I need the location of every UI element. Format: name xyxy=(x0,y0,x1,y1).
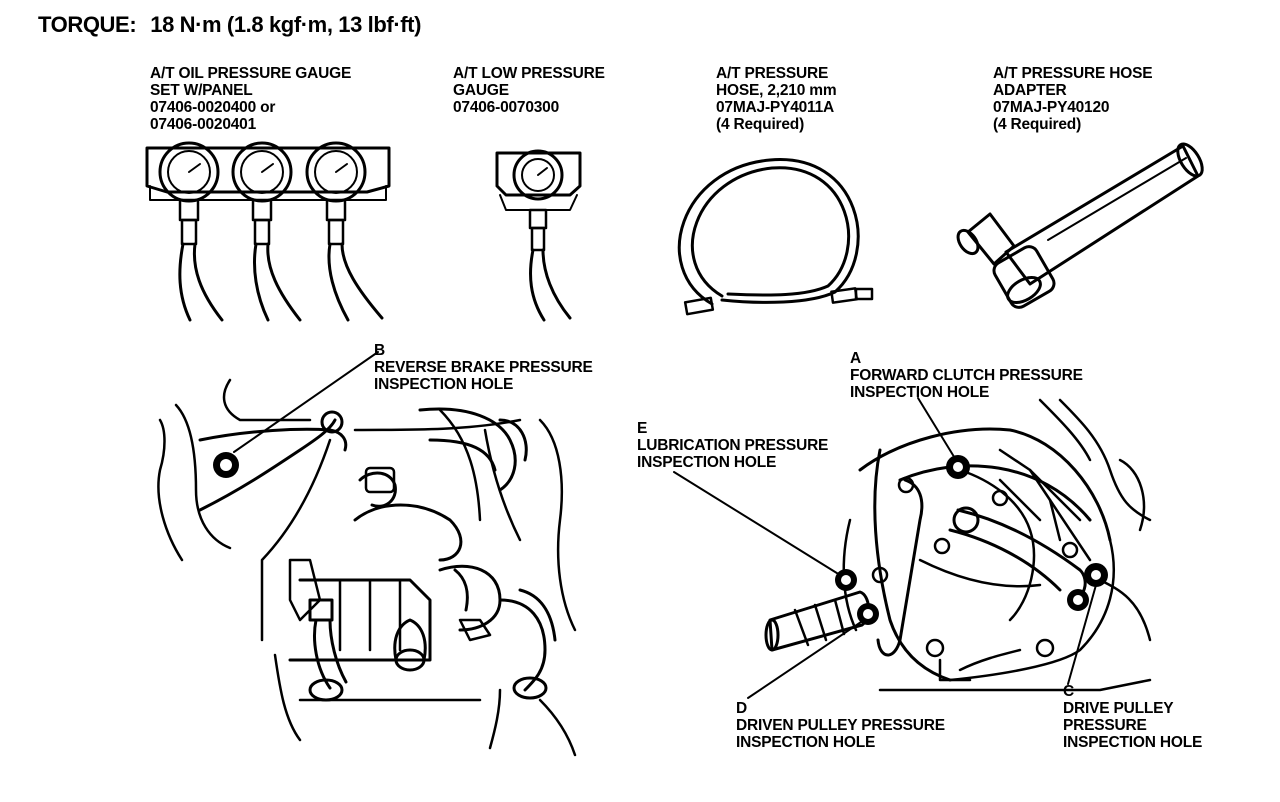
callout-e: E LUBRICATION PRESSURE INSPECTION HOLE xyxy=(637,420,829,471)
oil-pressure-gauge-set-illustration xyxy=(145,141,391,322)
tool-label-oil-pressure-gauge-set: A/T OIL PRESSURE GAUGE SET W/PANEL 07406… xyxy=(150,65,352,133)
callout-b: B REVERSE BRAKE PRESSURE INSPECTION HOLE xyxy=(374,342,593,393)
leader-line-b xyxy=(233,351,379,453)
lubrication-inspection-plug xyxy=(835,569,857,591)
forward-clutch-inspection-plug xyxy=(946,455,970,479)
torque-value: 18 N·m (1.8 kgf·m, 13 lbf·ft) xyxy=(150,12,422,37)
callout-letter-d: D xyxy=(736,700,747,717)
gauge-dial-center xyxy=(231,141,293,203)
callout-letter-a: A xyxy=(850,350,861,367)
callout-a: A FORWARD CLUTCH PRESSURE INSPECTION HOL… xyxy=(850,350,1083,401)
callout-letter-b: B xyxy=(374,342,385,359)
leader-line-d xyxy=(747,619,865,699)
leader-lines xyxy=(233,351,1097,699)
driven-pulley-inspection-plug xyxy=(857,603,879,625)
torque-label: TORQUE: xyxy=(38,12,137,37)
torque-spec: TORQUE: 18 N·m (1.8 kgf·m, 13 lbf·ft) xyxy=(38,12,421,38)
low-pressure-gauge-illustration xyxy=(495,149,582,322)
hose-adapter-illustration xyxy=(956,142,1204,309)
drive-pulley-inspection-plug xyxy=(1067,563,1108,611)
callout-d: D DRIVEN PULLEY PRESSURE INSPECTION HOLE xyxy=(736,700,945,751)
callout-letter-c: C xyxy=(1063,683,1074,700)
gauge-dial-left xyxy=(158,141,220,203)
pressure-hose-illustration xyxy=(677,158,874,316)
leader-line-a xyxy=(917,397,957,461)
tool-label-low-pressure-gauge: A/T LOW PRESSURE GAUGE 07406-0070300 xyxy=(453,65,605,116)
callout-c: C DRIVE PULLEY PRESSURE INSPECTION HOLE xyxy=(1063,683,1203,751)
tool-label-hose-adapter: A/T PRESSURE HOSE ADAPTER 07MAJ-PY40120 … xyxy=(993,65,1153,133)
leader-line-c xyxy=(1067,584,1097,685)
transmission-left-view xyxy=(157,378,577,757)
reverse-brake-inspection-plug xyxy=(213,452,239,478)
callout-letter-e: E xyxy=(637,420,648,437)
gauge-dial-right xyxy=(305,141,367,203)
transmission-right-view xyxy=(764,398,1152,692)
tool-label-pressure-hose: A/T PRESSURE HOSE, 2,210 mm 07MAJ-PY4011… xyxy=(716,65,837,133)
leader-line-e xyxy=(673,471,841,576)
